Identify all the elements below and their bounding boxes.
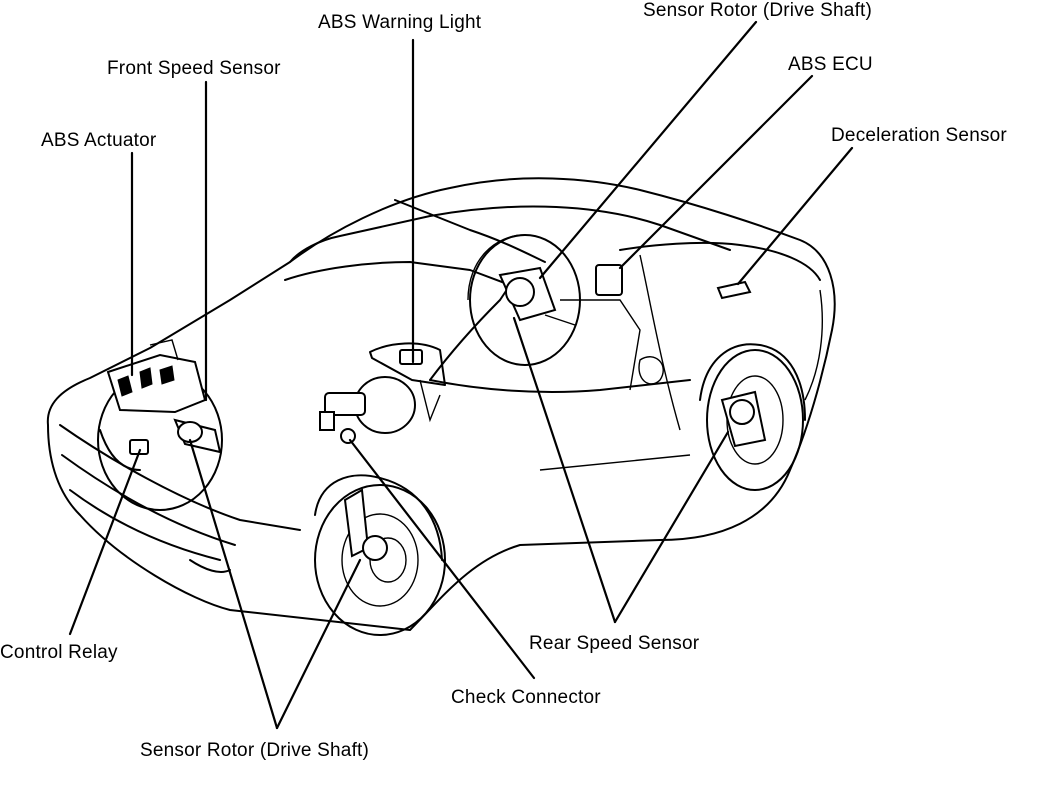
label-front-speed-sensor: Front Speed Sensor <box>107 58 281 79</box>
label-rear-speed-sensor: Rear Speed Sensor <box>529 633 700 654</box>
car-body <box>46 177 836 636</box>
label-abs-warning-light: ABS Warning Light <box>318 12 482 33</box>
label-control-relay: Control Relay <box>0 642 118 663</box>
label-abs-actuator: ABS Actuator <box>41 130 157 151</box>
label-sensor-rotor-rear: Sensor Rotor (Drive Shaft) <box>643 0 873 21</box>
label-sensor-rotor-front: Sensor Rotor (Drive Shaft) <box>140 740 370 761</box>
leader-lines <box>68 20 854 730</box>
leader-deceleration-sensor <box>736 146 854 286</box>
leader-check-connector <box>348 438 536 680</box>
leader-sensor-rotor-rear <box>538 20 758 280</box>
label-abs-ecu: ABS ECU <box>788 54 873 75</box>
leader-rear-speed-sensor-a <box>512 316 617 624</box>
leader-abs-ecu <box>618 74 814 270</box>
leader-rear-speed-sensor-b <box>613 430 730 624</box>
label-deceleration-sensor: Deceleration Sensor <box>831 125 1007 146</box>
leader-sensor-rotor-front-a <box>188 438 279 730</box>
leader-control-relay <box>68 448 142 636</box>
leader-sensor-rotor-front-b <box>275 558 362 730</box>
label-check-connector: Check Connector <box>451 687 601 708</box>
